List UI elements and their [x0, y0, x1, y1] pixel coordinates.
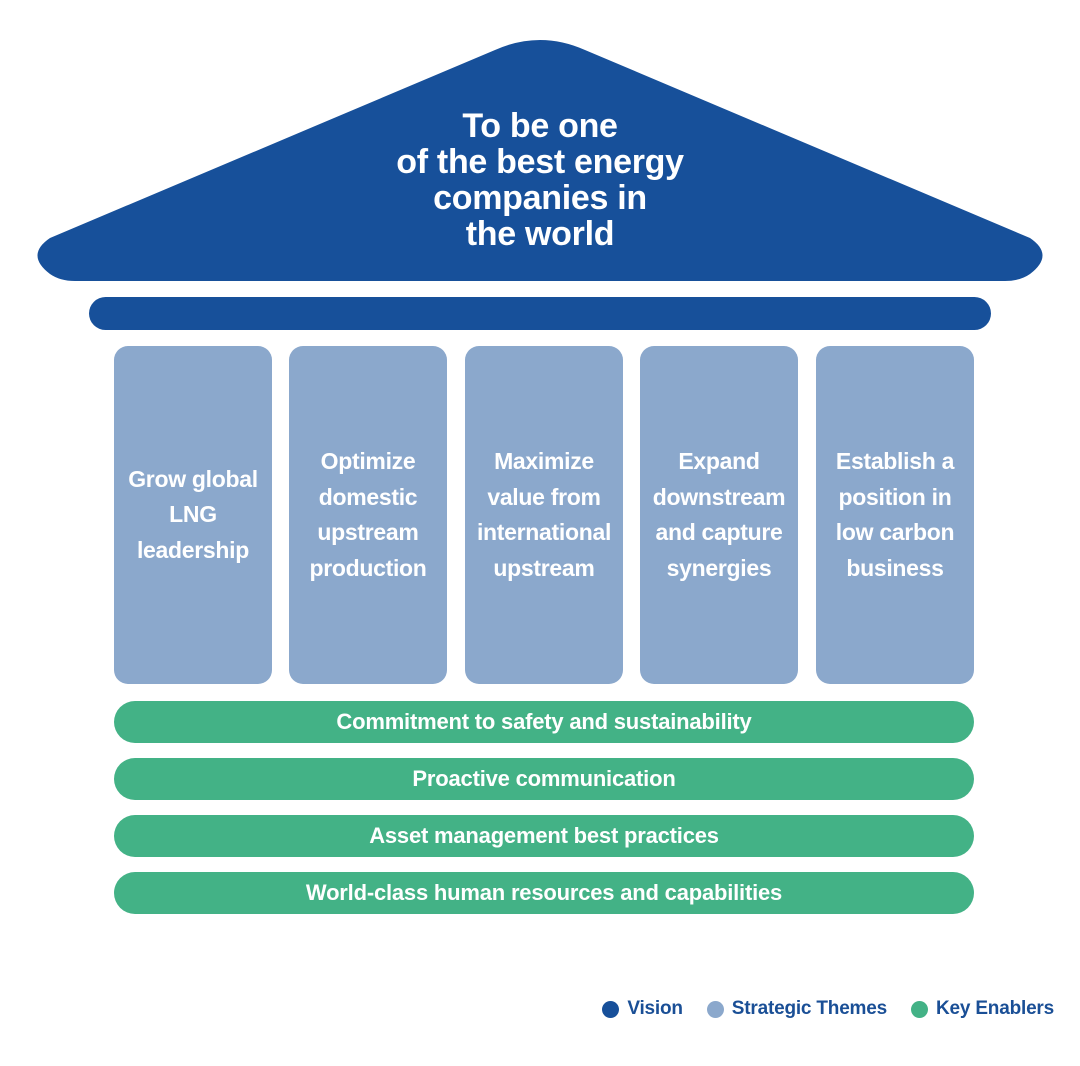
strategic-theme-label: Expand downstream and capture synergies [652, 444, 786, 586]
theme-line: low carbon [835, 519, 955, 545]
legend-label: Vision [627, 998, 683, 1019]
strategic-theme-pillar-3: Maximize value from international upstre… [465, 346, 623, 684]
theme-line: Optimize [320, 448, 416, 474]
theme-line: value from [487, 483, 601, 510]
key-enabler-bar-4: World-class human resources and capabili… [114, 872, 974, 914]
roof-pediment [37, 40, 1043, 281]
key-enabler-bar-2: Proactive communication [114, 758, 974, 800]
legend-item-key-enablers: Key Enablers [911, 998, 1054, 1020]
strategic-theme-pillar-4: Expand downstream and capture synergies [640, 346, 798, 684]
vision-line: of the best energy [396, 143, 684, 181]
legend: Vision Strategic Themes Key Enablers [602, 998, 1054, 1020]
strategic-theme-pillar-2: Optimize domestic upstream production [289, 346, 447, 684]
strategic-theme-label: Optimize domestic upstream production [309, 444, 426, 586]
theme-line: production [309, 554, 427, 581]
legend-item-vision: Vision [602, 998, 683, 1020]
legend-label: Strategic Themes [731, 998, 887, 1019]
vision-statement: To be one of the best energy companies i… [340, 108, 740, 252]
theme-line: downstream [652, 483, 786, 510]
theme-line: business [846, 554, 944, 581]
theme-line: LNG [169, 501, 217, 528]
theme-line: upstream [493, 554, 595, 581]
key-enabler-bar-3: Asset management best practices [114, 815, 974, 857]
theme-line: upstream [317, 519, 419, 545]
strategic-theme-pillar-1: Grow global LNG leadership [114, 346, 272, 684]
theme-line: Grow global [128, 465, 258, 492]
theme-line: and capture [655, 519, 783, 545]
theme-line: synergies [666, 554, 772, 581]
legend-dot [706, 1000, 724, 1018]
theme-line: Establish a [835, 448, 955, 474]
key-enabler-bar-1: Commitment to safety and sustainability [114, 701, 974, 743]
theme-line: position in [838, 483, 952, 510]
theme-line: Expand [678, 448, 760, 474]
theme-line: Maximize [494, 448, 594, 474]
theme-line: international [476, 519, 612, 545]
strategic-theme-label: Establish a position in low carbon busin… [835, 444, 955, 586]
roof-beam [89, 297, 991, 330]
vision-line: companies in [433, 179, 647, 217]
legend-dot [911, 1000, 928, 1018]
legend-label: Key Enablers [936, 998, 1054, 1019]
legend-item-strategic-themes: Strategic Themes [706, 998, 887, 1020]
strategic-theme-pillar-5: Establish a position in low carbon busin… [816, 346, 974, 684]
vision-roof [37, 40, 1043, 330]
strategic-theme-label: Maximize value from international upstre… [477, 444, 611, 586]
theme-line: domestic [318, 483, 418, 510]
vision-line: To be one [462, 107, 618, 145]
vision-line: the world [465, 215, 615, 253]
theme-line: leadership [136, 536, 250, 563]
legend-dot [602, 1000, 620, 1018]
strategic-theme-label: Grow global LNG leadership [128, 462, 258, 569]
